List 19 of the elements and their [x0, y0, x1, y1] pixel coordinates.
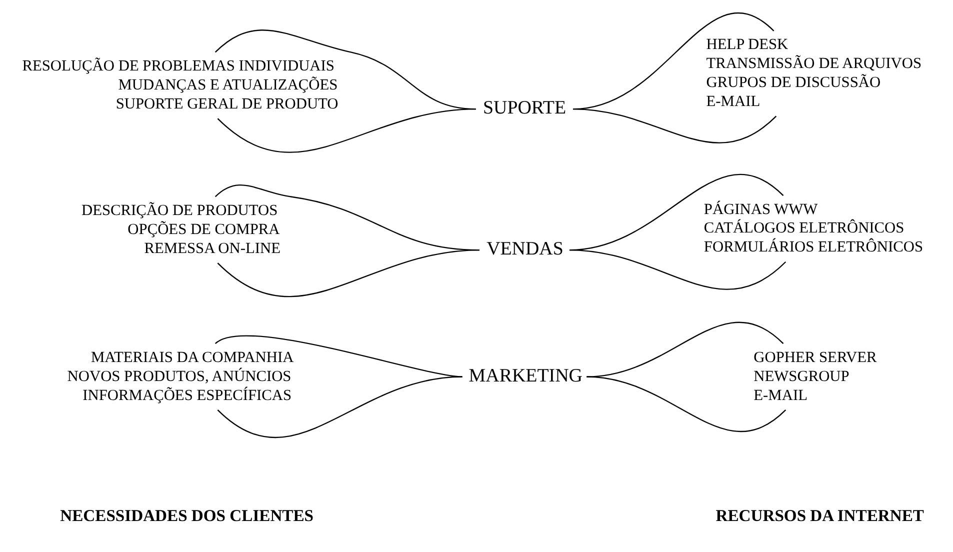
label: NECESSIDADES DOS CLIENTES	[60, 506, 314, 525]
connector	[586, 376, 786, 432]
connector	[217, 376, 462, 438]
node-text: PÁGINAS WWW CATÁLOGOS ELETRÔNICOS FORMULÁRIOS ELETRÔNICOS	[704, 200, 924, 256]
connector	[215, 335, 462, 378]
node-text: SUPORTE	[483, 98, 566, 119]
node-text: HELP DESK TRANSMISSÃO DE ARQUIVOS GRUPOS DE DISCUSSÃO E-MAIL	[706, 36, 922, 110]
connector	[586, 322, 784, 378]
node-text: RESOLUÇÃO DE PROBLEMAS INDIVIDUAIS MUDANÇAS E ATUALIZAÇÕES SUPORTE GERAL DE PRODUTO	[22, 57, 338, 112]
connector	[573, 108, 777, 144]
node-text: DESCRIÇÃO DE PRODUTOS OPÇÕES DE COMPRA REMESSA ON-LINE	[81, 202, 281, 257]
node-text: MARKETING	[468, 365, 582, 386]
connector	[569, 249, 786, 290]
node-text: VENDAS	[486, 238, 564, 260]
connector	[217, 249, 480, 297]
node-text: MATERIAIS DA COMPANHIA NOVOS PRODUTOS, ANÚNCIOS INFORMAÇÕES ESPECÍFICAS	[67, 348, 294, 404]
label: RECURSOS DA INTERNET	[716, 506, 924, 525]
node-text: GOPHER SERVER NEWSGROUP E-MAIL	[754, 348, 877, 404]
connector	[217, 108, 476, 153]
